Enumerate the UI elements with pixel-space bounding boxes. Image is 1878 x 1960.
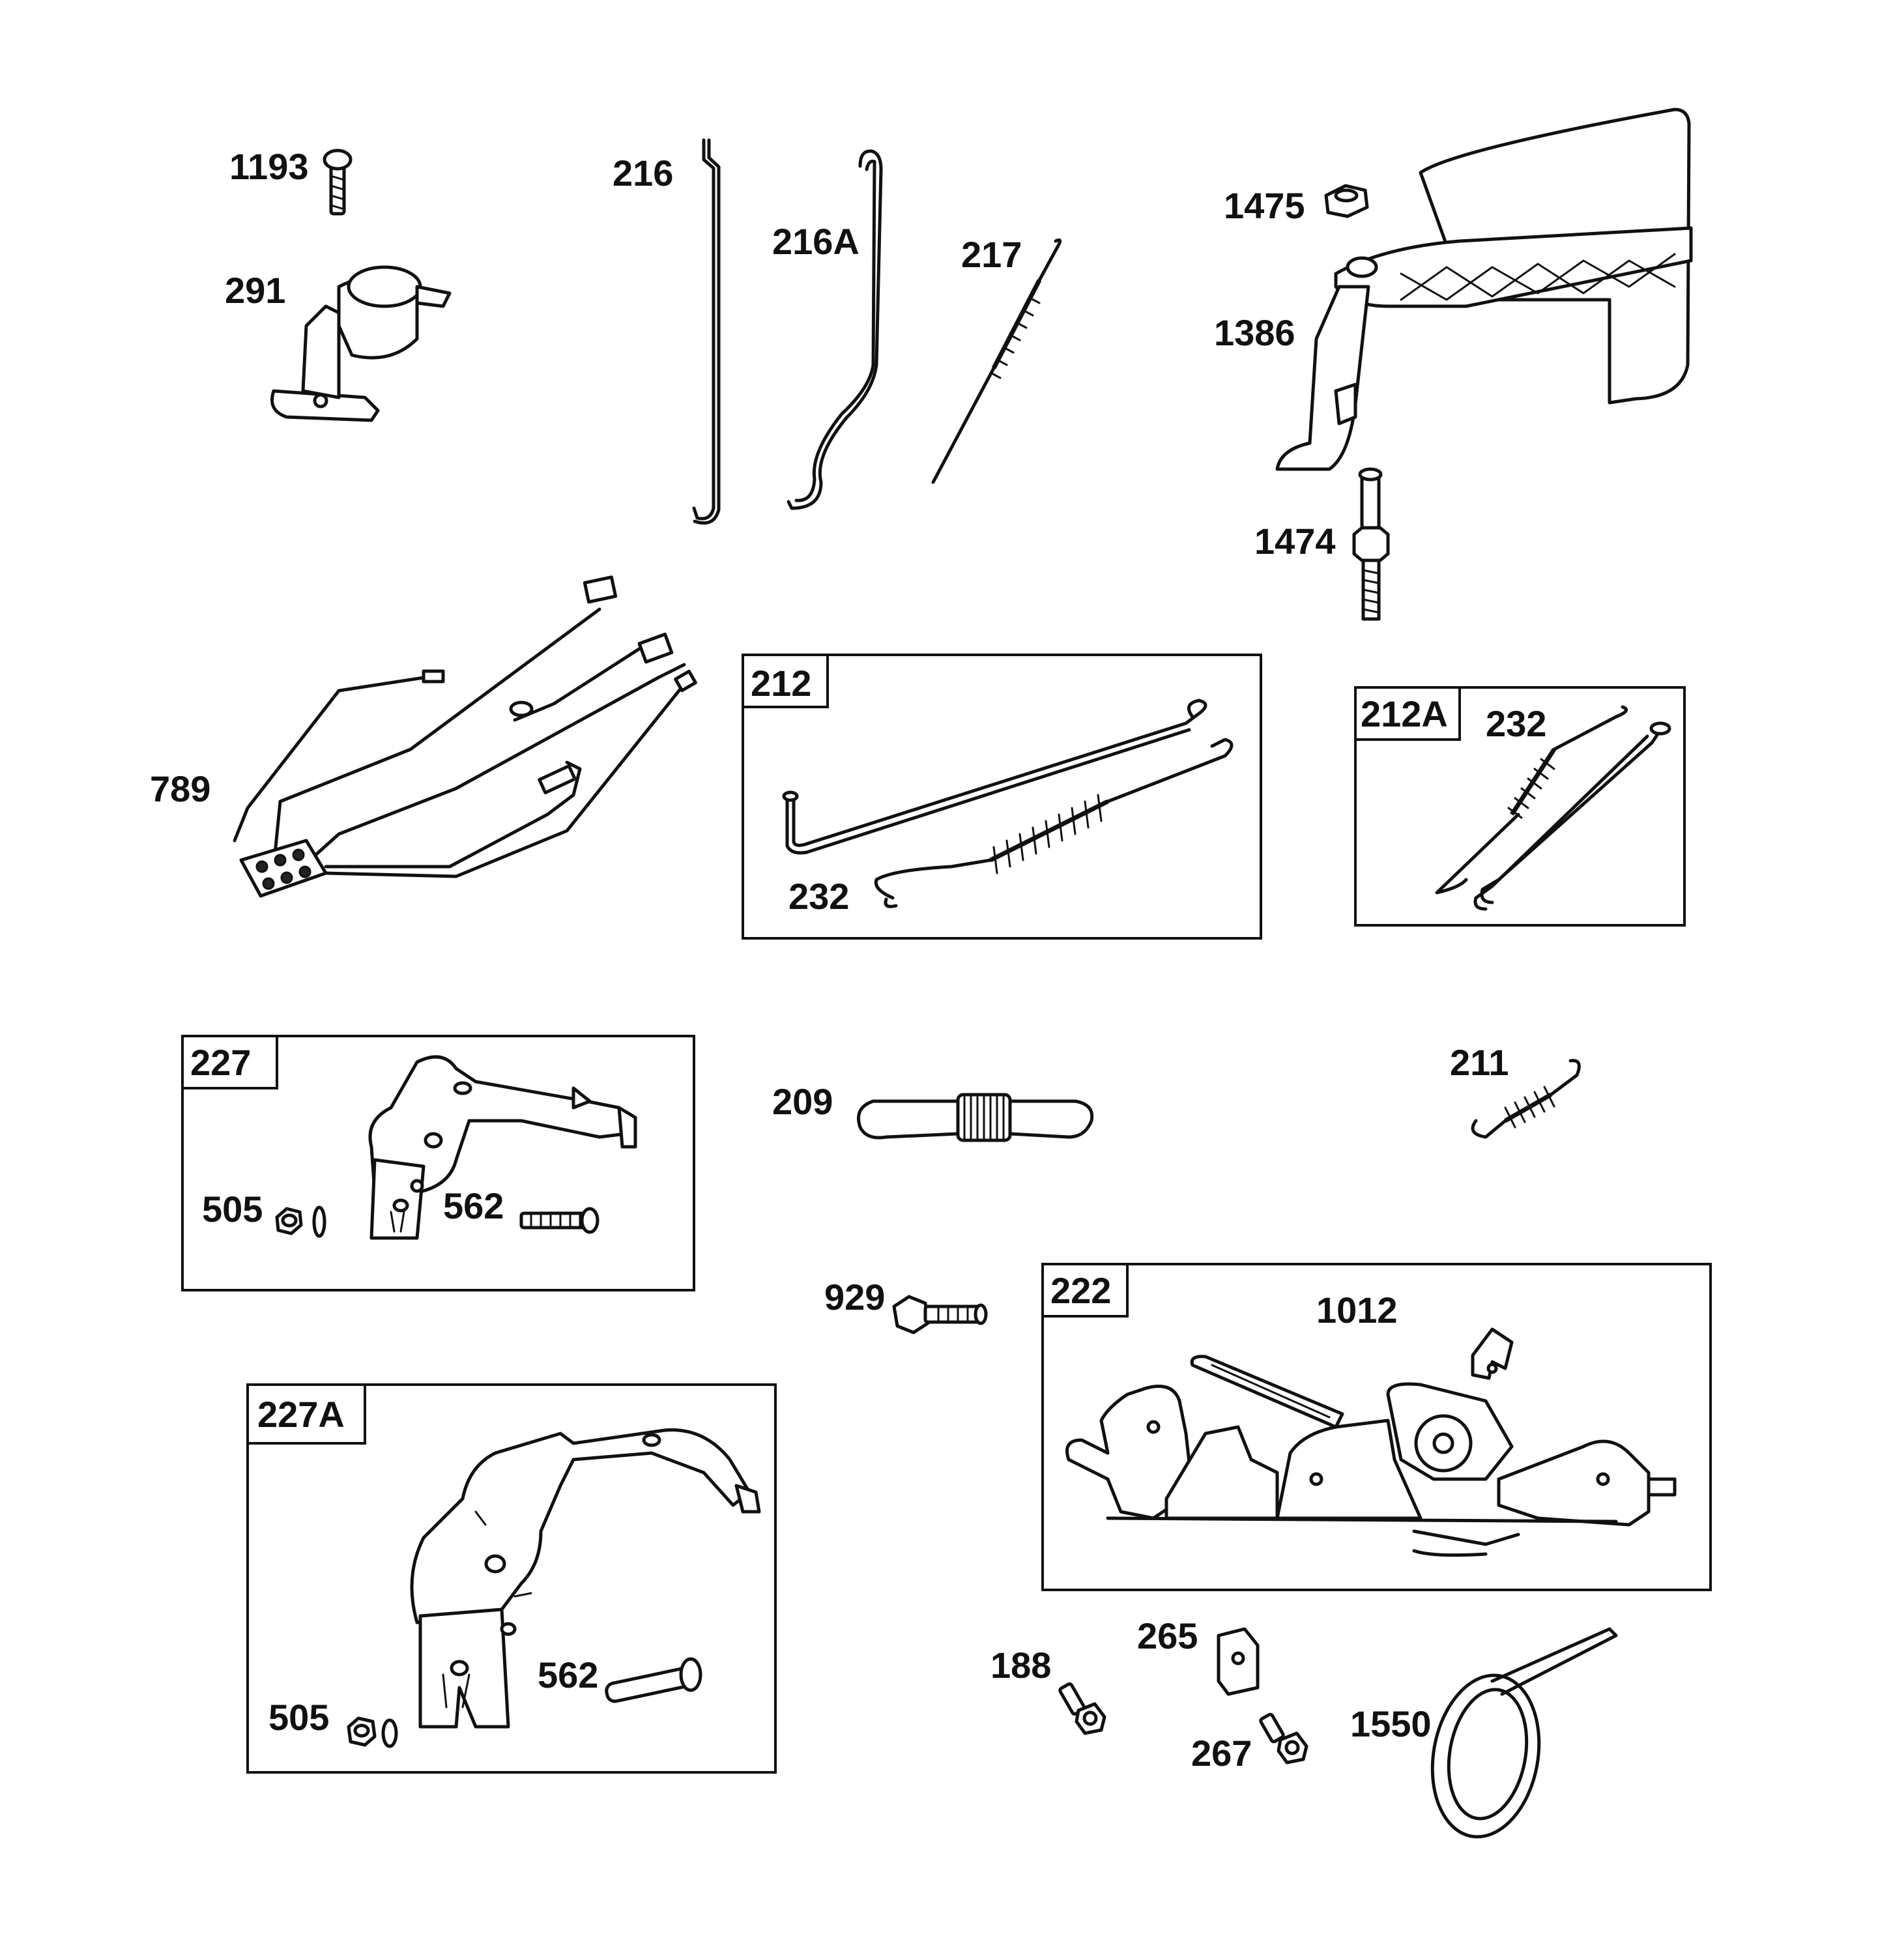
label-209: 209: [772, 1081, 833, 1122]
part-1475-nut: [1324, 184, 1369, 218]
label-222: 222: [1050, 1270, 1111, 1311]
box-212A: [1354, 686, 1686, 927]
label-232-in-212: 232: [788, 876, 849, 917]
label-232-in-212A: 232: [1486, 703, 1546, 744]
box-227A: [246, 1383, 777, 1774]
part-291-bracket: [270, 265, 452, 422]
label-1193: 1193: [229, 146, 309, 187]
label-1475: 1475: [1224, 185, 1305, 226]
label-291: 291: [225, 270, 285, 311]
label-1012: 1012: [1316, 1290, 1398, 1331]
part-211-spring: [1471, 1059, 1581, 1139]
label-505-in-227: 505: [202, 1189, 263, 1230]
label-929: 929: [824, 1276, 885, 1318]
box-212: [742, 654, 1262, 940]
label-212: 212: [751, 663, 811, 704]
label-505-in-227A: 505: [268, 1697, 329, 1738]
label-216A: 216A: [772, 221, 860, 262]
part-216A-rod: [787, 149, 883, 510]
part-789-wire-harness: [233, 575, 697, 898]
part-1386-shroud: [1275, 108, 1693, 471]
part-209-spring: [857, 1093, 1094, 1142]
part-1550-belt: [1430, 1627, 1618, 1839]
label-211: 211: [1450, 1042, 1509, 1083]
label-1550: 1550: [1350, 1703, 1432, 1744]
part-217-spring: [931, 238, 1062, 484]
label-562-in-227: 562: [443, 1185, 504, 1226]
part-929-bolt: [892, 1295, 988, 1334]
part-267-screw: [1259, 1712, 1308, 1765]
label-216: 216: [613, 152, 673, 194]
label-267: 267: [1191, 1733, 1252, 1774]
part-188-screw: [1058, 1682, 1106, 1735]
label-789: 789: [150, 768, 210, 809]
part-216-rod: [692, 138, 721, 525]
part-1193-screw: [323, 149, 353, 216]
label-227: 227: [190, 1042, 251, 1083]
label-212A: 212A: [1361, 693, 1448, 734]
label-562-in-227A: 562: [538, 1654, 598, 1695]
label-188: 188: [990, 1645, 1051, 1686]
box-222: [1041, 1263, 1712, 1591]
label-1386: 1386: [1214, 312, 1295, 353]
label-217: 217: [961, 234, 1022, 275]
label-265: 265: [1137, 1615, 1198, 1656]
part-265-clip: [1217, 1627, 1260, 1696]
label-227A: 227A: [257, 1394, 345, 1435]
label-1474: 1474: [1254, 521, 1336, 562]
box-227: [181, 1035, 695, 1291]
part-1474-stud: [1352, 467, 1390, 621]
